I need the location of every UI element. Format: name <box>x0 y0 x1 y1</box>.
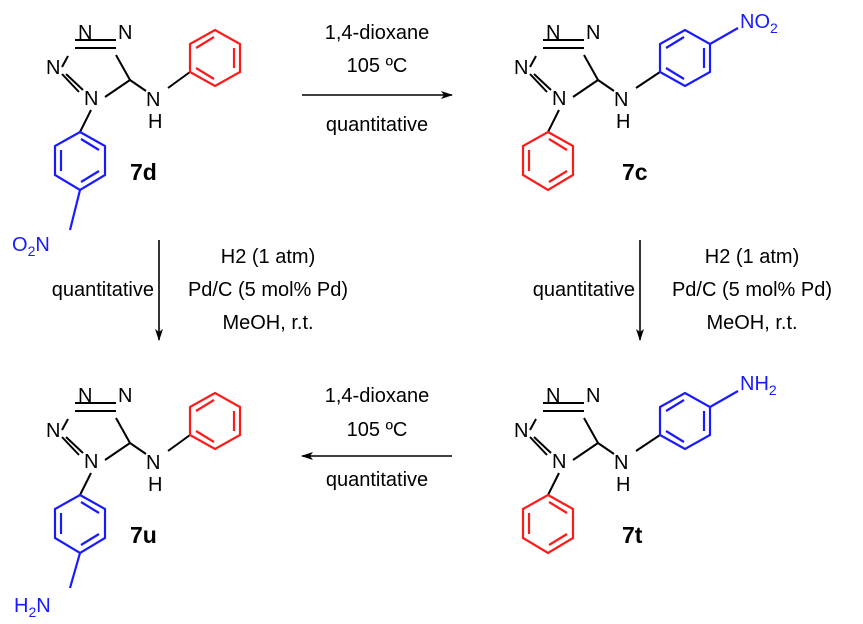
nitro-group: O2N <box>12 234 50 259</box>
atom-N: N <box>118 22 132 44</box>
right-arrow-reagent: H2 (1 atm) <box>705 246 799 268</box>
atom-N: N <box>118 385 132 407</box>
bond-nh-ring <box>167 71 191 89</box>
aminophenyl-ring <box>53 493 107 555</box>
atom-NH-H: H <box>148 111 162 133</box>
nitrophenyl-ring <box>658 28 712 88</box>
bond-c-nh <box>597 79 615 92</box>
atom-NH-H: H <box>616 111 630 133</box>
bond-c-nh <box>129 79 147 92</box>
atom-N: N <box>586 385 600 407</box>
top-arrow-temp: 105 ºC <box>347 55 408 77</box>
compound-7t: N N N N N H NH2 7t <box>514 373 777 555</box>
bond-nh-ring <box>635 434 661 452</box>
atom-NH-N: N <box>614 89 628 111</box>
aminophenyl-ring <box>658 391 712 451</box>
atom-N: N <box>84 88 98 110</box>
atom-NH-N: N <box>614 452 628 474</box>
bond-n1-aryl <box>547 109 560 133</box>
right-arrow-yield: quantitative <box>533 279 635 301</box>
compound-label-7u: 7u <box>130 522 157 548</box>
bond-n1-aryl <box>79 109 92 133</box>
compound-label-7d: 7d <box>130 159 157 185</box>
nitrophenyl-ring <box>53 130 107 192</box>
right-arrow-catalyst: Pd/C (5 mol% Pd) <box>672 279 832 301</box>
atom-N: N <box>84 451 98 473</box>
top-arrow-yield: quantitative <box>326 114 428 136</box>
atom-N: N <box>552 451 566 473</box>
phenyl-ring <box>521 493 575 555</box>
phenyl-ring <box>188 28 242 88</box>
bond-nh-ring <box>635 71 661 89</box>
atom-N: N <box>78 22 92 44</box>
bond-ring-no2 <box>68 189 82 231</box>
bond-n1-aryl <box>79 472 92 496</box>
compound-label-7c: 7c <box>622 159 648 185</box>
atom-NH-H: H <box>616 474 630 496</box>
bond-c-nh <box>597 442 615 455</box>
nitro-group: NO2 <box>740 11 778 36</box>
atom-NH-N: N <box>146 452 160 474</box>
phenyl-ring <box>188 391 242 451</box>
atom-N: N <box>78 385 92 407</box>
left-arrow-conditions: MeOH, r.t. <box>222 312 313 334</box>
top-arrow-solvent: 1,4-dioxane <box>325 22 430 44</box>
amino-group: NH2 <box>740 373 777 398</box>
bond-ring-no2 <box>709 27 739 45</box>
left-arrow-catalyst: Pd/C (5 mol% Pd) <box>188 279 348 301</box>
tetrazole-ring <box>529 39 599 98</box>
compound-7u: N N N N N H H2N 7u <box>14 385 242 620</box>
left-arrow-yield: quantitative <box>52 279 154 301</box>
left-arrow-reagent: H2 (1 atm) <box>221 246 315 268</box>
atom-N: N <box>514 420 528 442</box>
bond-ring-nh2 <box>709 390 739 408</box>
bond-ring-nh2 <box>68 552 82 589</box>
atom-N: N <box>514 57 528 79</box>
bottom-arrow-temp: 105 ºC <box>347 419 408 441</box>
compound-7c: N N N N N H NO2 7c <box>514 11 778 192</box>
atom-NH-N: N <box>146 89 160 111</box>
amino-group: H2N <box>14 595 51 620</box>
bond-n1-aryl <box>547 472 560 496</box>
tetrazole-ring <box>529 402 599 461</box>
bottom-arrow-yield: quantitative <box>326 469 428 491</box>
atom-NH-H: H <box>148 474 162 496</box>
right-arrow-conditions: MeOH, r.t. <box>706 312 797 334</box>
atom-N: N <box>46 57 60 79</box>
compound-7d: N N N N N H O2N 7d <box>12 22 242 259</box>
atom-N: N <box>546 22 560 44</box>
bond-nh-ring <box>167 434 191 452</box>
atom-N: N <box>552 88 566 110</box>
compound-label-7t: 7t <box>622 522 643 548</box>
phenyl-ring <box>521 130 575 192</box>
atom-N: N <box>46 420 60 442</box>
atom-N: N <box>546 385 560 407</box>
tetrazole-ring <box>61 39 131 98</box>
atom-N: N <box>586 22 600 44</box>
bond-c-nh <box>129 442 147 455</box>
tetrazole-ring <box>61 402 131 461</box>
bottom-arrow-solvent: 1,4-dioxane <box>325 385 430 407</box>
